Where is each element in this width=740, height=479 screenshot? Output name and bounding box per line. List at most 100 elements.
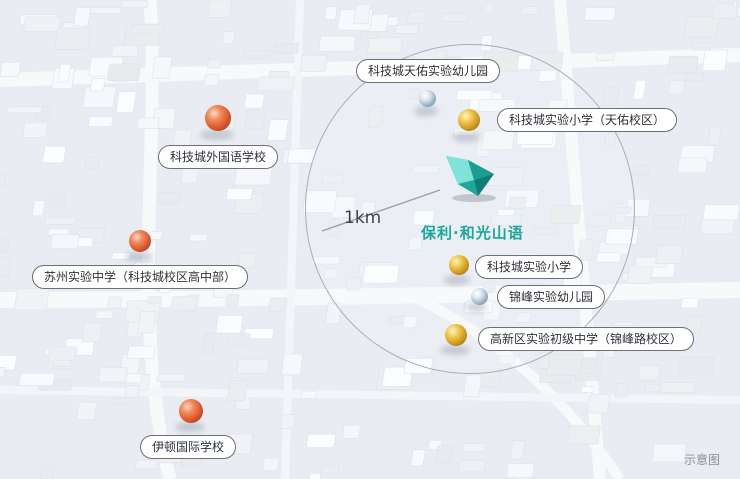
building-block — [237, 253, 257, 268]
building-block — [135, 459, 159, 470]
building-block — [221, 31, 236, 44]
building-block — [463, 374, 482, 398]
school-label[interactable]: 高新区实验初级中学（锦峰路校区） — [478, 327, 695, 351]
building-block — [435, 444, 454, 464]
building-block — [667, 55, 699, 74]
building-block — [98, 367, 128, 383]
school-marker-icon[interactable] — [179, 399, 203, 423]
building-block — [136, 117, 160, 130]
project-gem-icon[interactable] — [438, 150, 500, 202]
building-block — [44, 216, 76, 225]
building-block — [268, 297, 288, 312]
school-marker-icon[interactable] — [129, 230, 151, 252]
building-block — [0, 366, 6, 378]
building-block — [651, 215, 687, 229]
building-block — [215, 314, 244, 334]
building-block — [690, 42, 712, 51]
building-block — [602, 86, 620, 106]
school-marker-icon[interactable] — [449, 255, 469, 275]
school-label[interactable]: 锦峰实验幼儿园 — [497, 285, 606, 309]
distance-label: 1km — [344, 208, 382, 228]
building-block — [320, 465, 340, 474]
building-block — [584, 7, 617, 21]
building-block — [39, 465, 55, 479]
building-block — [684, 72, 705, 82]
building-block — [73, 7, 91, 27]
building-block — [42, 145, 67, 164]
building-block — [84, 157, 100, 170]
building-block — [506, 463, 535, 478]
school-label[interactable]: 科技城外国语学校 — [158, 145, 279, 169]
school-marker-icon[interactable] — [205, 105, 231, 131]
building-block — [7, 106, 42, 114]
school-label[interactable]: 科技城实验小学（天佑校区） — [497, 108, 678, 132]
building-block — [227, 333, 251, 346]
building-block — [407, 11, 428, 24]
building-block — [711, 3, 735, 19]
school-marker-icon[interactable] — [419, 90, 436, 107]
building-block — [702, 49, 728, 71]
building-block — [120, 0, 149, 9]
building-block — [614, 383, 629, 398]
building-block — [149, 231, 163, 240]
building-block — [256, 76, 295, 92]
building-block — [22, 122, 48, 138]
building-block — [57, 63, 71, 83]
school-label[interactable]: 科技城天佑实验幼儿园 — [356, 59, 501, 83]
school-marker-icon[interactable] — [445, 324, 467, 346]
building-block — [651, 443, 687, 463]
building-block — [410, 449, 426, 467]
school-marker-icon[interactable] — [458, 109, 480, 131]
marker-shadow — [440, 345, 470, 355]
school-label[interactable]: 苏州实验中学（科技城校区高中部） — [32, 265, 249, 289]
building-block — [632, 164, 651, 176]
building-block — [587, 394, 611, 414]
building-block — [677, 157, 708, 174]
building-block — [458, 460, 486, 473]
building-block — [367, 37, 403, 54]
building-block — [595, 52, 615, 61]
building-block — [509, 440, 526, 460]
building-block — [353, 4, 371, 25]
building-block — [95, 310, 114, 319]
building-block — [680, 297, 699, 309]
building-block — [111, 45, 139, 57]
building-block — [482, 3, 495, 13]
building-block — [273, 42, 299, 54]
building-block — [707, 126, 722, 146]
building-block — [243, 49, 273, 60]
building-block — [580, 386, 595, 393]
building-block — [51, 359, 72, 367]
building-block — [244, 110, 266, 130]
building-block — [300, 390, 317, 399]
building-block — [124, 385, 140, 398]
building-block — [32, 200, 45, 217]
building-block — [686, 315, 703, 333]
building-block — [667, 80, 685, 95]
marker-shadow — [444, 275, 470, 285]
building-block — [702, 204, 740, 221]
building-block — [115, 91, 137, 113]
building-block — [566, 425, 601, 445]
building-block — [684, 15, 720, 39]
school-label[interactable]: 科技城实验小学 — [475, 255, 584, 279]
building-block — [50, 234, 80, 249]
school-marker-icon[interactable] — [471, 288, 488, 305]
building-block — [227, 379, 248, 402]
building-block — [324, 6, 338, 20]
building-block — [318, 35, 357, 52]
building-block — [90, 78, 106, 92]
building-block — [306, 433, 336, 448]
school-label[interactable]: 伊顿国际学校 — [140, 435, 237, 459]
marker-shadow — [465, 302, 487, 312]
building-block — [111, 252, 131, 260]
building-block — [207, 58, 222, 69]
building-block — [237, 359, 270, 374]
building-block — [521, 6, 539, 15]
marker-shadow — [175, 422, 205, 432]
building-block — [299, 54, 328, 72]
building-block — [156, 373, 186, 382]
building-block — [632, 79, 646, 100]
